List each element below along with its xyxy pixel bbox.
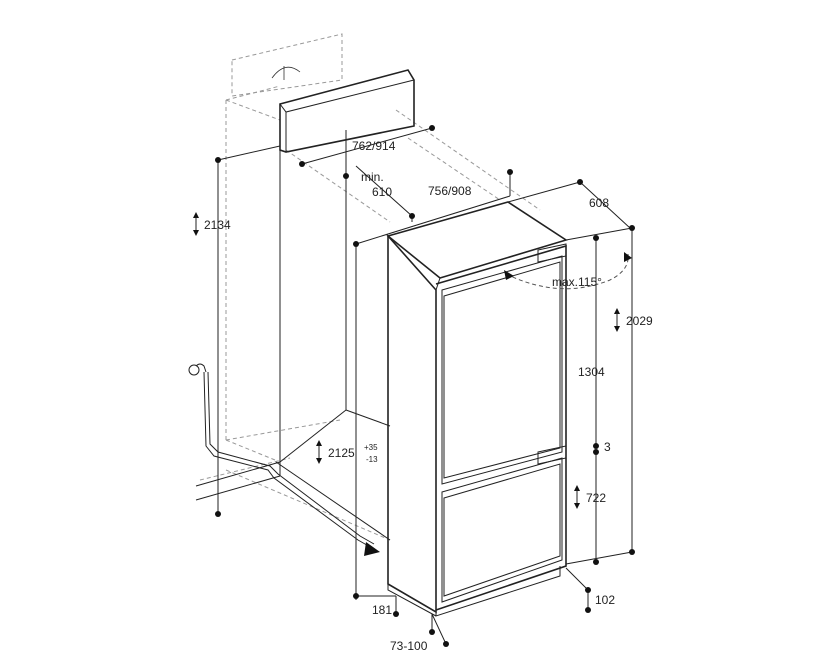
label-2029: 2029 bbox=[626, 314, 653, 328]
arrow-2125 bbox=[316, 440, 322, 464]
double-arrows bbox=[193, 212, 620, 509]
label-1304: 1304 bbox=[578, 365, 605, 379]
label-tol-plus: +35 bbox=[364, 443, 378, 452]
label-tol-minus: -13 bbox=[366, 455, 378, 464]
label-max-115: max.115° bbox=[552, 275, 602, 289]
dimension-labels: 2134 762/914 min. 610 756/908 608 max.11… bbox=[204, 139, 653, 653]
refrigerator bbox=[386, 201, 568, 617]
label-762-914: 762/914 bbox=[352, 139, 396, 153]
top-cabinet bbox=[279, 69, 415, 153]
label-102: 102 bbox=[595, 593, 615, 607]
label-2125: 2125 bbox=[328, 446, 355, 460]
niche-outline bbox=[199, 33, 541, 541]
label-608: 608 bbox=[589, 196, 609, 210]
label-722: 722 bbox=[586, 491, 606, 505]
label-3: 3 bbox=[604, 440, 611, 454]
dimension-dots bbox=[215, 125, 635, 647]
arrow-2029 bbox=[614, 308, 620, 332]
label-2134: 2134 bbox=[204, 218, 231, 232]
arrow-2134 bbox=[193, 212, 199, 236]
wall-opening bbox=[195, 118, 391, 600]
label-min: min. bbox=[361, 170, 384, 184]
label-73-100: 73-100 bbox=[390, 639, 428, 653]
label-181: 181 bbox=[372, 603, 392, 617]
label-610: 610 bbox=[372, 185, 392, 199]
dimension-lines bbox=[217, 127, 633, 645]
water-connection bbox=[188, 363, 380, 556]
label-756-908: 756/908 bbox=[428, 184, 472, 198]
arrow-722 bbox=[574, 485, 580, 509]
